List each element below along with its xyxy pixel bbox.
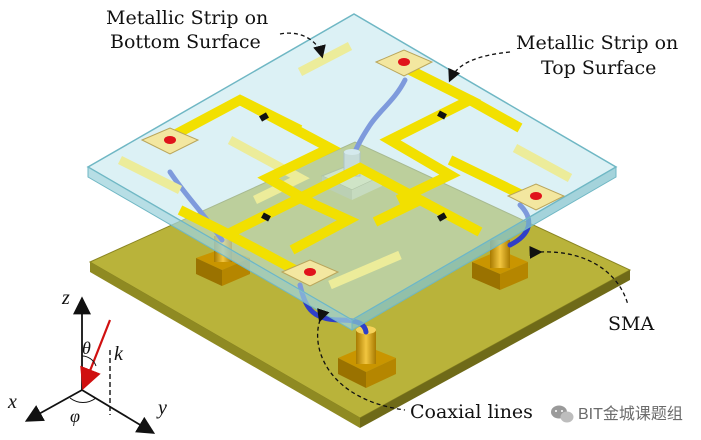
watermark-text: BIT金城课题组 bbox=[578, 405, 683, 423]
labels: Metallic Strip on Bottom Surface Metalli… bbox=[106, 7, 678, 423]
axis-z-label: z bbox=[61, 287, 70, 309]
label-bottom-strip-1: Metallic Strip on bbox=[106, 7, 268, 29]
label-coaxial: Coaxial lines bbox=[410, 401, 533, 423]
top-surface-strips bbox=[162, 60, 531, 275]
theta-label: θ bbox=[82, 338, 91, 358]
phi-label: φ bbox=[70, 406, 80, 426]
k-label: k bbox=[114, 343, 124, 365]
callout-lines bbox=[279, 32, 629, 411]
wechat-icon bbox=[551, 405, 574, 423]
axis-y-label: y bbox=[156, 397, 167, 419]
axis-x-label: x bbox=[7, 391, 17, 413]
feed-pad-front bbox=[280, 259, 340, 287]
label-top-strip-2: Top Surface bbox=[541, 57, 656, 79]
bottom-surface-strips bbox=[117, 42, 573, 290]
strip-gaps bbox=[259, 110, 447, 222]
feed-pads bbox=[140, 49, 566, 287]
watermark: BIT金城课题组 bbox=[551, 405, 683, 423]
feed-pad-left bbox=[140, 127, 200, 155]
coordinate-axes: z x y θ φ k bbox=[7, 287, 167, 434]
feed-pad-back bbox=[374, 49, 434, 77]
sma-connector-front bbox=[338, 326, 396, 388]
label-top-strip-1: Metallic Strip on bbox=[516, 32, 678, 54]
label-bottom-strip-2: Bottom Surface bbox=[110, 31, 261, 53]
feed-pad-right bbox=[506, 183, 566, 211]
label-sma: SMA bbox=[608, 313, 654, 335]
